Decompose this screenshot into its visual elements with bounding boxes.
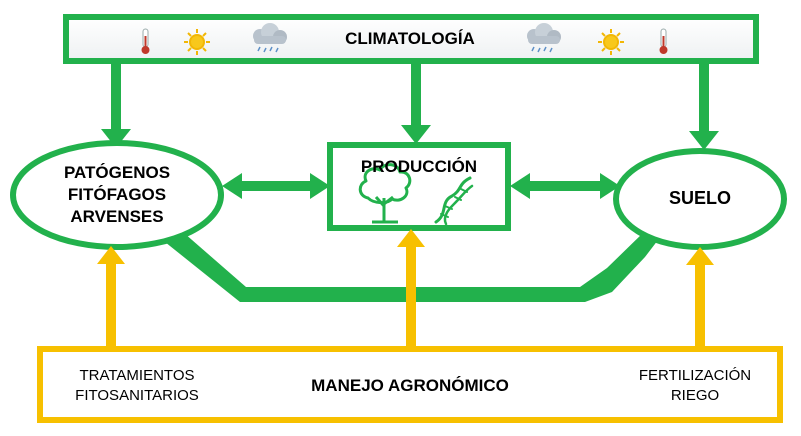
management-left-line2: FITOSANITARIOS [75,387,199,404]
arrow-climate-to-pests [101,61,131,148]
management-box [37,346,783,423]
sun-icon [184,29,210,55]
pests-label-line1: PATÓGENOS [63,163,171,182]
management-right-line2: RIEGO [670,387,720,404]
sun-icon [598,29,624,55]
management-right-line1: FERTILIZACIÓN [638,367,752,384]
tree-icon [358,163,412,224]
pests-ellipse [10,140,224,250]
pests-label-line2: FITÓFAGOS [67,185,167,204]
arrow-management-to-soil [686,247,714,348]
dna-icon [434,176,474,226]
rain-cloud-icon [527,23,561,53]
climatology-title: CLIMATOLOGÍA [345,29,475,48]
soil-title: SUELO [668,188,731,208]
management-left-line1: TRATAMIENTOS [79,367,195,384]
arrow-management-to-production [397,229,425,348]
arrow-climate-to-soil [689,61,719,150]
rain-cloud-icon [253,23,287,53]
arrow-climate-to-production [401,61,431,144]
arrow-pests-production [222,173,330,199]
management-title: MANEJO AGRONÓMICO [311,376,509,395]
thermometer-icon [141,28,150,54]
pests-label-line3: ARVENSES [70,207,164,226]
production-title: PRODUCCIÓN [360,157,478,176]
thermometer-icon [659,28,668,54]
arrow-production-soil [510,173,620,199]
arrow-management-to-pests [97,246,125,348]
